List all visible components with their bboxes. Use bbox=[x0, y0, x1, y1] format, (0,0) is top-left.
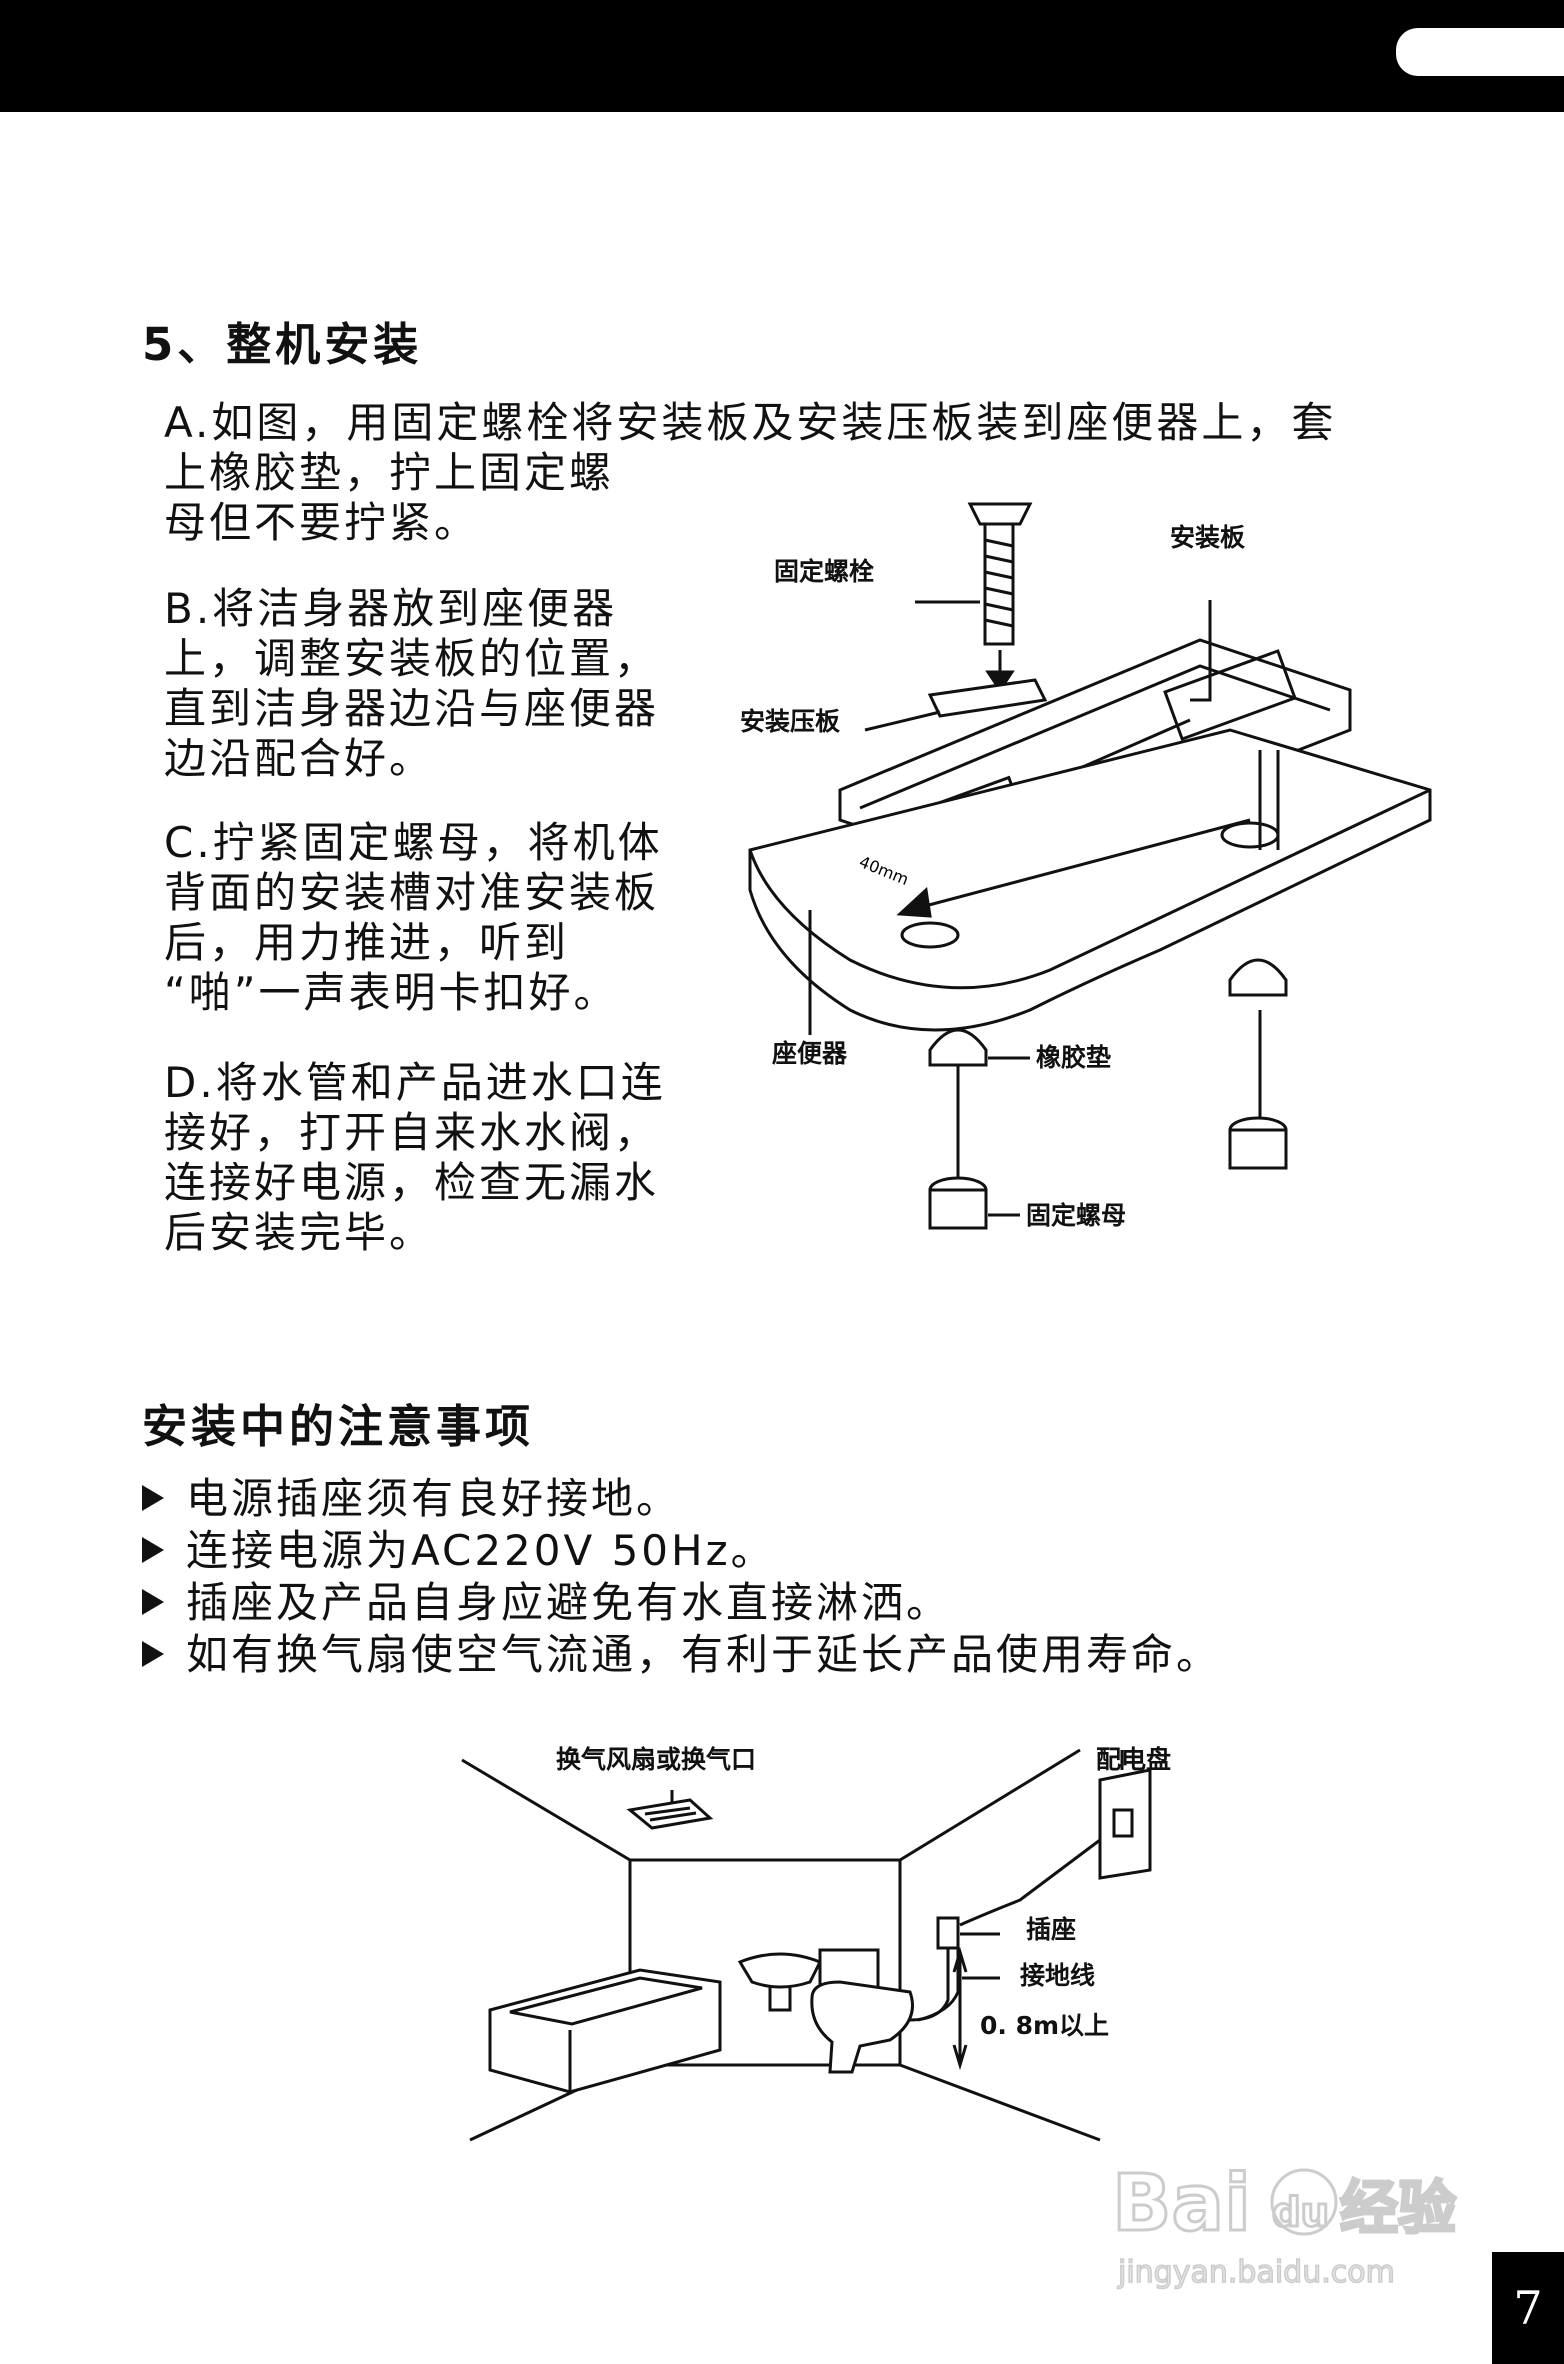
label-nut: 固定螺母 bbox=[1026, 1201, 1126, 1230]
label-height: 0. 8m以上 bbox=[980, 2011, 1109, 2040]
bathroom-diagram: 换气风扇或换气口 配电盘 插座 接地线 0. 8m以上 bbox=[461, 1745, 1171, 2142]
watermark-brand: Bai bbox=[1112, 2159, 1251, 2249]
label-rubber-pad: 橡胶垫 bbox=[1036, 1043, 1111, 1072]
note-item: 如有换气扇使空气流通，有利于延长产品使用寿命。 bbox=[142, 1630, 1221, 1680]
step-d-text: D.将水管和产品进水口连 接好，打开自来水水阀， 连接好电源，检查无漏水 后安装… bbox=[164, 1058, 666, 1257]
watermark-brand2: du bbox=[1272, 2190, 1329, 2236]
label-socket: 插座 bbox=[1026, 1915, 1076, 1944]
label-toilet: 座便器 bbox=[772, 1039, 848, 1068]
triangle-bullet-icon bbox=[142, 1485, 164, 1511]
note-item: 插座及产品自身应避免有水直接淋洒。 bbox=[142, 1578, 951, 1628]
sink bbox=[737, 1952, 823, 1989]
toilet-rim-shape bbox=[748, 728, 1432, 1032]
label-panel: 配电盘 bbox=[1096, 1745, 1171, 1774]
note-item: 电源插座须有良好接地。 bbox=[142, 1474, 681, 1524]
notes-title: 安装中的注意事项 bbox=[142, 1400, 535, 1453]
label-fan: 换气风扇或换气口 bbox=[556, 1745, 756, 1774]
installation-diagram: 固定螺栓 安装板 安装压板 座便器 橡胶垫 固定螺母 40mm bbox=[740, 502, 1432, 1230]
label-plate: 安装板 bbox=[1170, 523, 1245, 552]
label-bolt: 固定螺栓 bbox=[774, 557, 874, 586]
rubber-pad-right bbox=[1228, 958, 1288, 997]
header-bar bbox=[0, 0, 1564, 112]
step-a-text: A.如图，用固定螺栓将安装板及安装压板装到座便器上，套 上橡胶垫，拧上固定螺 母… bbox=[164, 398, 1337, 547]
slide-arrow bbox=[909, 818, 1251, 912]
page-number: 7 bbox=[1492, 2252, 1564, 2364]
nut-right bbox=[1228, 1128, 1288, 1170]
triangle-bullet-icon bbox=[142, 1641, 164, 1667]
toilet-bowl bbox=[810, 1980, 914, 2074]
rubber-pad-left bbox=[928, 1028, 988, 1067]
bathtub bbox=[488, 1968, 722, 2094]
nut-left bbox=[928, 1188, 988, 1230]
header-tab bbox=[1396, 28, 1564, 76]
baidu-watermark: Bai du 经验 jingyan.baidu.com bbox=[1111, 2158, 1458, 2291]
section-title: 5、整机安装 bbox=[142, 318, 423, 371]
triangle-bullet-icon bbox=[142, 1537, 164, 1563]
press-plate-shape bbox=[927, 678, 1048, 718]
step-b-text: B.将洁身器放到座便器 上，调整安装板的位置， 直到洁身器边沿与座便器 边沿配合… bbox=[164, 584, 660, 783]
note-item: 连接电源为AC220V 50Hz。 bbox=[142, 1526, 776, 1576]
paw-icon bbox=[1270, 2168, 1338, 2236]
fan-vent bbox=[626, 1798, 714, 1830]
room-walls bbox=[461, 1748, 1081, 1862]
wall-socket bbox=[936, 1916, 960, 1950]
label-press-plate: 安装压板 bbox=[740, 707, 840, 736]
watermark-cn: 经验 bbox=[1340, 2174, 1456, 2242]
watermark-url: jingyan.baidu.com bbox=[1117, 2255, 1395, 2290]
bolt-head bbox=[967, 502, 1033, 526]
triangle-bullet-icon bbox=[142, 1589, 164, 1615]
label-ground: 接地线 bbox=[1020, 1961, 1095, 1990]
step-c-text: C.拧紧固定螺母，将机体 背面的安装槽对准安装板 后，用力推进，听到 “啪”一声… bbox=[164, 818, 663, 1017]
